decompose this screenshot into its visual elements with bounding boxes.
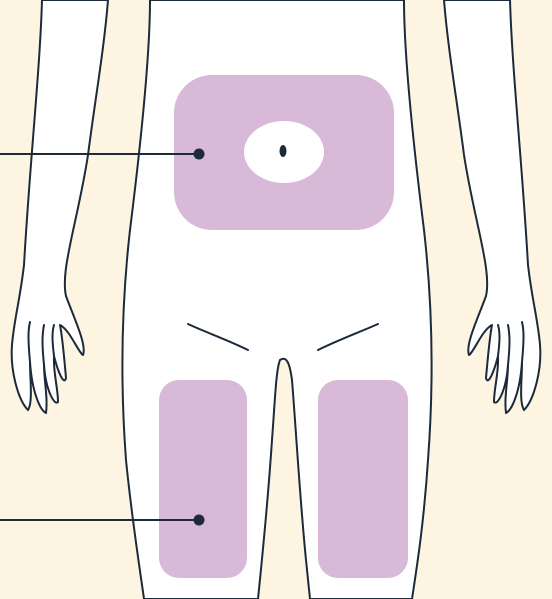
left-thigh-injection-zone bbox=[159, 380, 247, 578]
abdomen-callout-dot bbox=[194, 149, 205, 160]
thigh-callout-dot bbox=[194, 515, 205, 526]
right-thigh-injection-zone bbox=[318, 380, 408, 578]
navel-icon bbox=[280, 145, 287, 157]
